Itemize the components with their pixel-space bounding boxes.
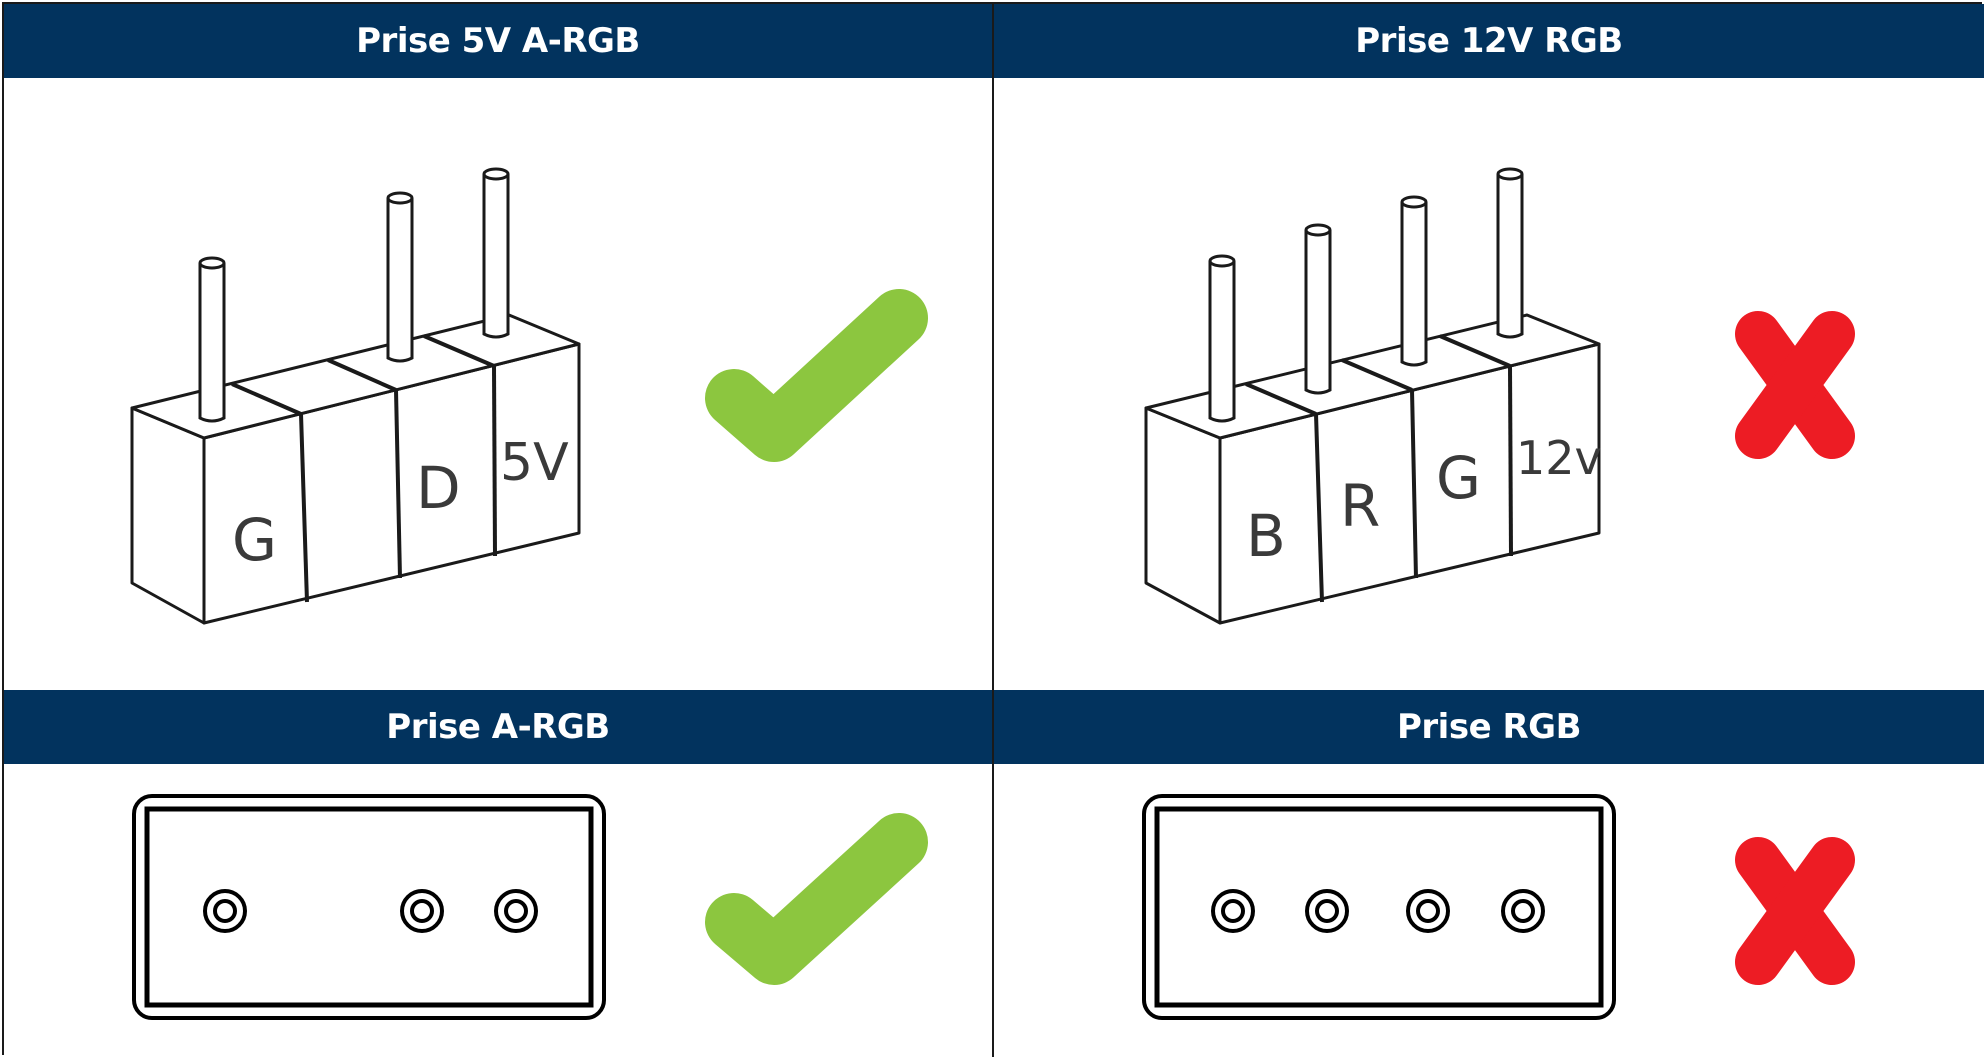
cross-icon <box>1735 311 1855 459</box>
cell-12v-rgb-pins: B R G 12v <box>994 78 1984 690</box>
header-rgb: Prise RGB <box>994 690 1984 764</box>
header-12v-rgb: Prise 12V RGB <box>994 4 1984 78</box>
cross-icon <box>1735 837 1855 985</box>
pin-label-12v: 12v <box>1516 431 1602 485</box>
argb-socket-diagram <box>132 794 928 1020</box>
rgb-socket-diagram <box>1142 794 1855 1020</box>
pin-label-g: G <box>232 506 277 574</box>
check-icon <box>705 289 928 462</box>
pin-label-d: D <box>416 454 461 522</box>
cell-5v-argb-pins: G D 5V <box>4 78 994 690</box>
header-5v-argb: Prise 5V A-RGB <box>4 4 994 78</box>
header-argb: Prise A-RGB <box>4 690 994 764</box>
pin-label-b: B <box>1246 502 1286 570</box>
pin-label-r: R <box>1340 472 1380 540</box>
rgb-pin-header-diagram: B R G 12v <box>1144 167 1855 625</box>
cell-rgb-socket <box>994 764 1984 1057</box>
argb-pin-header-diagram: G D 5V <box>130 167 928 625</box>
pin-label-5v: 5V <box>500 433 569 493</box>
check-icon <box>705 813 928 985</box>
cell-argb-socket <box>4 764 994 1057</box>
pin-label-g-rgb: G <box>1436 444 1481 512</box>
